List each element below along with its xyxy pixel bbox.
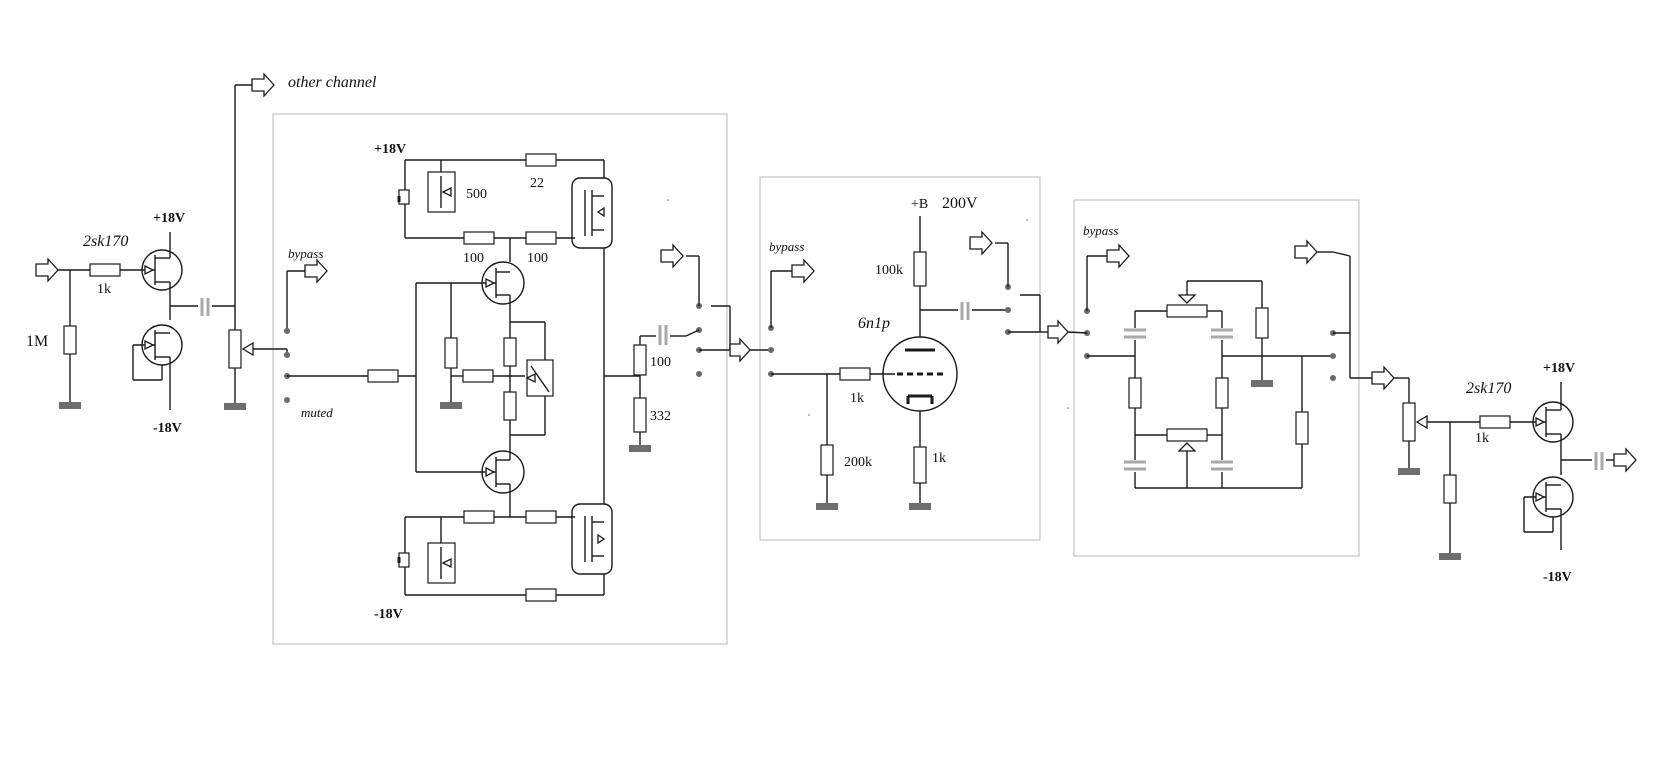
label-r-500: 500 xyxy=(466,187,487,202)
resistor-1k-grid xyxy=(839,367,871,381)
label-v-neg-in: -18V xyxy=(153,421,182,436)
label-r-100a: 100 xyxy=(463,251,484,266)
label-tube: 6n1p xyxy=(858,315,890,332)
filter-stage xyxy=(1067,239,1395,489)
filter-return-arrow-icon xyxy=(1294,239,1318,265)
mosfet-upper-icon xyxy=(571,177,613,249)
jfet-out-upper-icon xyxy=(1532,401,1574,443)
label-b-voltage: 200V xyxy=(942,195,978,212)
label-v-pos-amp: +18V xyxy=(374,142,406,157)
tube-stage xyxy=(768,216,1069,510)
output-buffer-stage xyxy=(1394,377,1637,560)
label-r-in-series: 1k xyxy=(97,282,111,297)
resistor-100-out xyxy=(633,344,647,376)
tube-stage-block-outline xyxy=(759,176,1041,541)
output-arrow-icon xyxy=(1613,447,1637,473)
label-r-100b: 100 xyxy=(527,251,548,266)
mosfet-lower-icon xyxy=(571,503,613,575)
label-r-out-series: 1k xyxy=(1475,431,1489,446)
discrete-amplifier-stage xyxy=(287,153,686,602)
stage-output-arrow-icon xyxy=(729,337,751,363)
volume-pot-input xyxy=(228,329,242,369)
filter-output-arrow-icon xyxy=(1371,365,1395,391)
tube-output-arrow-icon xyxy=(1047,319,1069,345)
label-v-pos-in: +18V xyxy=(153,211,185,226)
label-r-1k-cath: 1k xyxy=(932,451,946,466)
input-buffer-stage xyxy=(35,72,288,410)
resistor-332 xyxy=(633,397,647,433)
amplifier-block-outline xyxy=(272,113,728,645)
bypass-mute-switch[interactable] xyxy=(284,258,328,403)
resistor-1k-input xyxy=(89,263,121,277)
label-b-plus: +B xyxy=(911,197,928,212)
label-r-100k: 100k xyxy=(875,263,903,278)
label-r-200k: 200k xyxy=(844,455,872,470)
bypass-arrow-3-icon xyxy=(1106,243,1130,269)
filter-pot-top xyxy=(1166,304,1208,318)
bypass-arrow-2-icon xyxy=(791,258,815,284)
label-v-neg-out: -18V xyxy=(1543,570,1572,585)
resistor-1m xyxy=(63,325,77,355)
resistor-100k xyxy=(913,251,927,287)
bypass-arrow-icon xyxy=(304,258,328,284)
resistor-200k xyxy=(820,444,834,476)
label-v-pos-out: +18V xyxy=(1543,361,1575,376)
label-r-22: 22 xyxy=(530,176,544,191)
label-other-channel: other channel xyxy=(288,74,377,91)
label-r-332: 332 xyxy=(650,409,671,424)
resistor-22 xyxy=(525,153,557,167)
input-arrow-icon xyxy=(35,257,59,283)
other-channel-arrow-icon xyxy=(251,72,275,98)
resistor-1k-output xyxy=(1479,415,1511,429)
label-bypass-3: bypass xyxy=(1083,223,1118,238)
label-jfet-out: 2sk170 xyxy=(1466,380,1511,397)
volume-pot-output xyxy=(1402,402,1416,442)
label-muted: muted xyxy=(301,405,333,420)
label-v-neg-amp: -18V xyxy=(374,607,403,622)
label-bypass-2: bypass xyxy=(769,239,804,254)
label-r-1k-grid: 1k xyxy=(850,391,864,406)
stage-1-output-switch[interactable] xyxy=(660,243,771,377)
jfet-upper-icon xyxy=(141,249,183,291)
label-r-100c: 100 xyxy=(650,355,671,370)
return-arrow-icon xyxy=(660,243,684,269)
label-bypass-1: bypass xyxy=(288,246,323,261)
filter-pot-bottom xyxy=(1166,428,1208,442)
ground-icon xyxy=(59,402,81,409)
resistor-1k-cathode xyxy=(913,446,927,484)
tube-return-arrow-icon xyxy=(969,230,993,256)
label-r-in-shunt: 1M xyxy=(26,333,48,350)
label-jfet-in: 2sk170 xyxy=(83,233,128,250)
